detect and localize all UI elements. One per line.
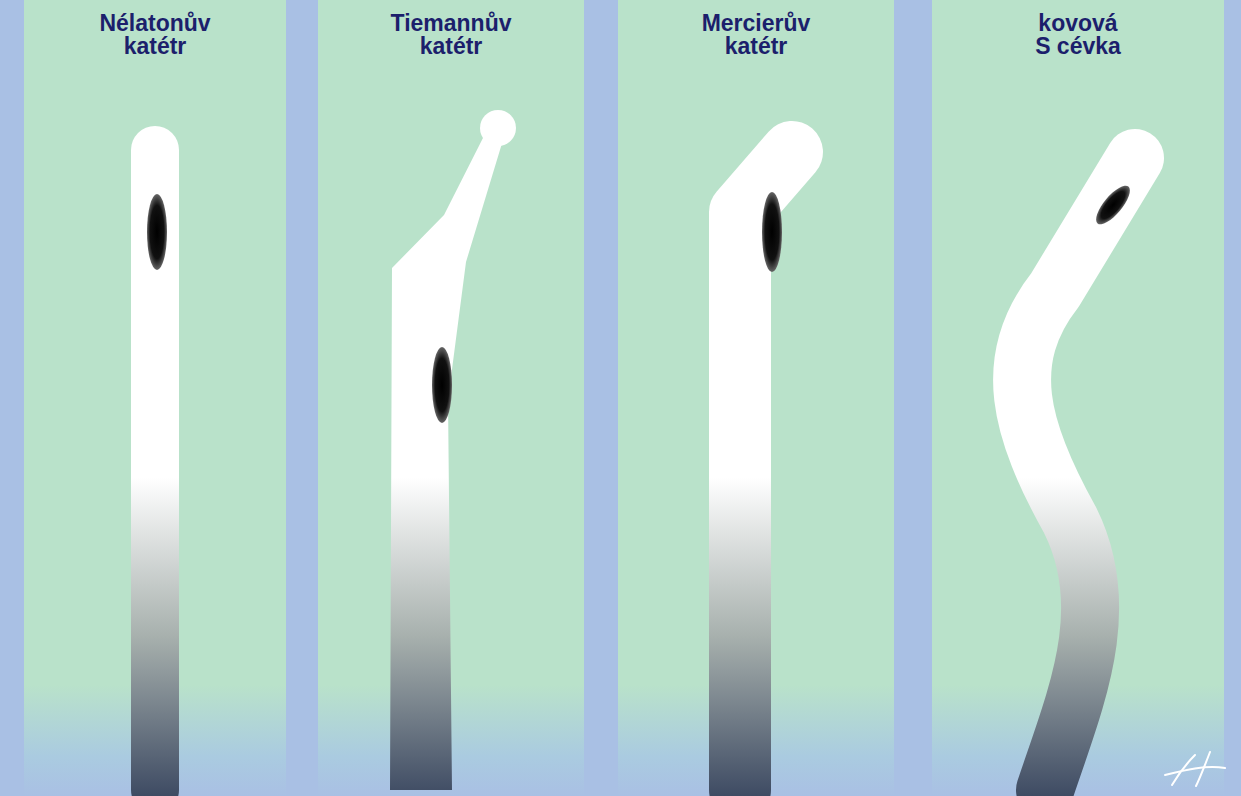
catheter-panel: kovová S cévka	[932, 0, 1224, 58]
catheter-panel: Nélatonův katétr	[24, 0, 286, 58]
mercier-catheter	[740, 152, 792, 790]
catheter-name: Tiemannův katétr	[376, 12, 526, 58]
s-sound	[1022, 158, 1135, 790]
signature	[1165, 752, 1225, 786]
panel-grounds	[24, 0, 1224, 796]
catheter-name: Mercierův katétr	[681, 12, 831, 58]
catheter-panel: Tiemannův katétr	[318, 0, 584, 58]
catheter-name: kovová S cévka	[1028, 12, 1128, 58]
catheter-name: Nélatonův katétr	[80, 12, 230, 58]
nelaton-catheter	[147, 150, 167, 790]
catheter-panel: Mercierův katétr	[618, 0, 894, 58]
tiemann-catheter	[390, 110, 516, 790]
